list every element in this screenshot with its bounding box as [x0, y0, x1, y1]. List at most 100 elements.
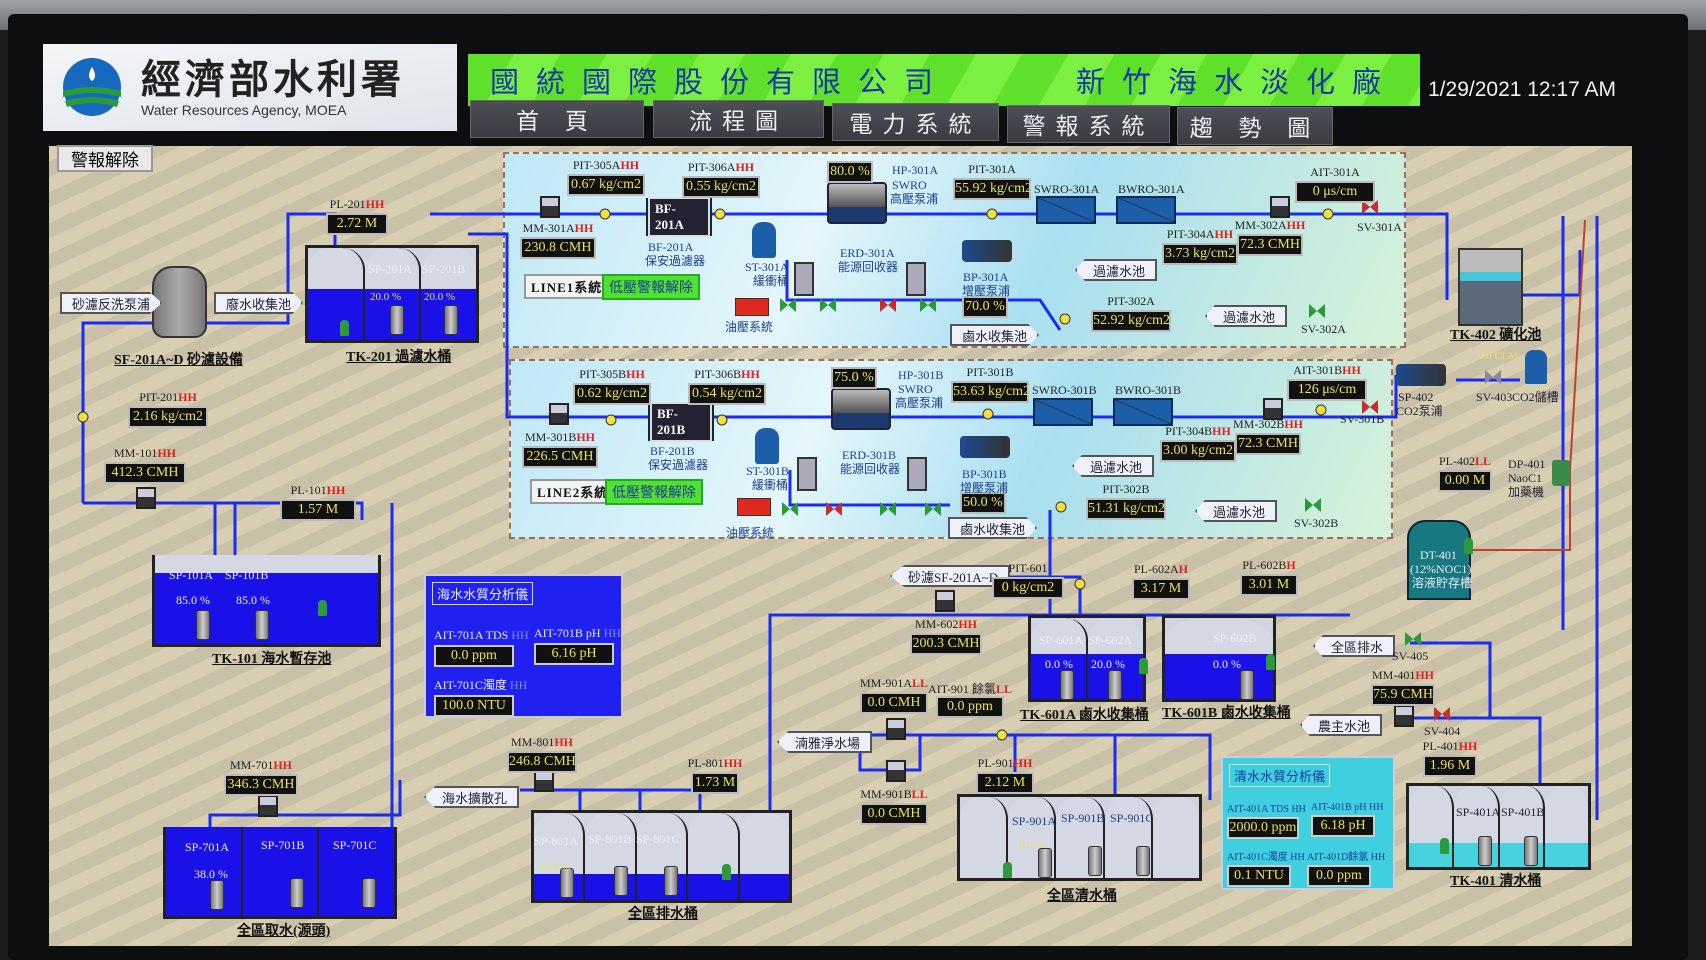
- valve-icon[interactable]: [820, 298, 836, 312]
- submersible-pump-icon: [196, 610, 210, 640]
- valve-icon[interactable]: [826, 502, 842, 516]
- text: MM-302A: [1234, 218, 1287, 232]
- valve-icon[interactable]: [1405, 632, 1421, 646]
- instrument-tag: AIT-301BHH: [1267, 363, 1387, 378]
- text: PIT-302B: [1102, 482, 1150, 496]
- instrument-tag: MM-101HH: [84, 446, 206, 461]
- mineralization-tank-icon: [1458, 248, 1523, 326]
- text: HH: [1291, 804, 1306, 815]
- energy-recovery-device-icon: [794, 262, 814, 296]
- nav-power-system[interactable]: 電力系統: [832, 103, 999, 141]
- valve-icon[interactable]: [1434, 707, 1450, 721]
- equipment-label: SP-801B: [588, 832, 632, 846]
- high-pressure-pump-icon: [831, 388, 891, 430]
- text: MM-302B: [1232, 417, 1285, 431]
- equipment-label: SV-301B: [1340, 412, 1385, 426]
- destination-tag[interactable]: 過濾水池: [1072, 455, 1155, 477]
- destination-tag[interactable]: 農主水池: [1300, 714, 1383, 736]
- equipment-label: SP-901C: [1110, 811, 1154, 825]
- equipment-label: SP-602B: [1213, 631, 1257, 645]
- tank-compartment: [308, 248, 365, 340]
- destination-tag[interactable]: 鹵水收集池: [948, 517, 1038, 539]
- text: AIT-301A: [1310, 165, 1360, 179]
- destination-tag[interactable]: 過濾水池: [1075, 259, 1158, 281]
- text: HH: [1214, 227, 1234, 241]
- valve-icon[interactable]: [780, 298, 796, 312]
- text: HH: [1370, 852, 1386, 863]
- equipment-label: TK-401 清水桶: [1450, 874, 1542, 889]
- destination-tag[interactable]: 砂濾反洗泵浦: [60, 292, 163, 314]
- hydraulic-system-icon: [735, 298, 769, 316]
- valve-icon[interactable]: [1362, 200, 1378, 214]
- destination-tag[interactable]: 鹵水收集池: [950, 324, 1040, 346]
- valve-icon[interactable]: [782, 502, 798, 516]
- text: LL: [912, 676, 929, 690]
- equipment-label: 85.0 %: [236, 593, 270, 607]
- instrument-value: 0.55 kg/cm2: [682, 176, 760, 198]
- tank-compartment: [319, 827, 394, 916]
- membrane-icon: [1113, 398, 1173, 426]
- equipment-label: 緩衝桶: [752, 478, 789, 492]
- water-level: [166, 827, 241, 916]
- nav-trend-chart[interactable]: 趨 勢 圖: [1177, 107, 1333, 145]
- destination-tag[interactable]: 廢水收集池: [214, 292, 304, 314]
- tank-compartment: [960, 797, 1009, 878]
- destination-tag[interactable]: 過濾水池: [1205, 305, 1288, 327]
- pipe: [81, 321, 152, 503]
- pipe: [430, 212, 1449, 300]
- valve-icon[interactable]: [880, 502, 896, 516]
- destination-tag[interactable]: 全區排水: [1313, 635, 1396, 657]
- equipment-label: SP-201B: [422, 262, 466, 276]
- line2-low-pressure-alarm-reset-button[interactable]: 低壓警報解除: [605, 479, 703, 505]
- destination-tag[interactable]: 海水擴散孔: [424, 786, 520, 808]
- equipment-label: SP-201A: [368, 262, 413, 276]
- instrument-value: 51.31 kg/cm2: [1086, 498, 1166, 520]
- equipment-label: BF-201A: [648, 240, 694, 254]
- valve-icon[interactable]: [1362, 400, 1378, 414]
- destination-tag[interactable]: 過濾水池: [1195, 500, 1278, 522]
- pipe: [768, 613, 1350, 903]
- text: PL-101: [290, 483, 327, 497]
- valve-icon[interactable]: [1485, 370, 1501, 384]
- text: 0.0 ppm: [1307, 865, 1371, 887]
- valve-icon[interactable]: [1309, 304, 1325, 318]
- valve-icon[interactable]: [920, 298, 936, 312]
- text: MM-301A: [522, 221, 575, 235]
- submersible-pump-icon: [664, 866, 678, 896]
- cartridge-filter: BF-201B: [648, 402, 714, 442]
- instrument-tag: MM-301AHH: [500, 221, 616, 236]
- equipment-label: TK-601A 鹵水收集桶: [1020, 708, 1149, 723]
- nav-home[interactable]: 首 頁: [470, 100, 644, 138]
- instrument-value: 0.0 CMH: [860, 692, 928, 714]
- filter-label: BF-201B: [650, 402, 712, 442]
- equipment-label: ERD-301A: [840, 246, 895, 260]
- nav-flow-diagram[interactable]: 流程圖: [653, 100, 824, 138]
- text: PIT-301A: [968, 162, 1016, 176]
- instrument-tag: PL-201HH: [306, 197, 408, 212]
- valve-icon[interactable]: [880, 298, 896, 312]
- tank-compartment: [1031, 618, 1088, 699]
- destination-tag[interactable]: 砂濾SF-201A~D: [890, 565, 1011, 587]
- datetime: 1/29/2021 12:17 AM: [1428, 78, 1616, 101]
- tank: [1162, 615, 1276, 702]
- sensor-tap: [1059, 313, 1071, 325]
- pipe: [1395, 716, 1542, 800]
- valve-icon[interactable]: [1305, 498, 1321, 512]
- text: PIT-305B: [579, 367, 627, 381]
- level-sensor-icon: [1139, 658, 1148, 674]
- water-level: [534, 873, 584, 900]
- instrument-value: 72.3 CMH: [1237, 234, 1303, 256]
- instrument-value: 230.8 CMH: [520, 237, 596, 259]
- equipment-label: 加藥機: [1508, 485, 1545, 499]
- alarm-reset-button[interactable]: 警報解除: [57, 145, 153, 172]
- destination-tag[interactable]: 湳雅淨水場: [777, 731, 873, 753]
- text: MM-101: [113, 446, 158, 460]
- cartridge-filter: BF-201A: [646, 197, 712, 237]
- text: HH: [576, 430, 595, 444]
- text: HH: [273, 758, 292, 772]
- tank-compartment: [1152, 797, 1199, 878]
- nav-alarm-system[interactable]: 警報系統: [1007, 105, 1170, 143]
- valve-icon[interactable]: [925, 502, 941, 516]
- tank: [163, 827, 397, 919]
- line1-low-pressure-alarm-reset-button[interactable]: 低壓警報解除: [602, 274, 700, 300]
